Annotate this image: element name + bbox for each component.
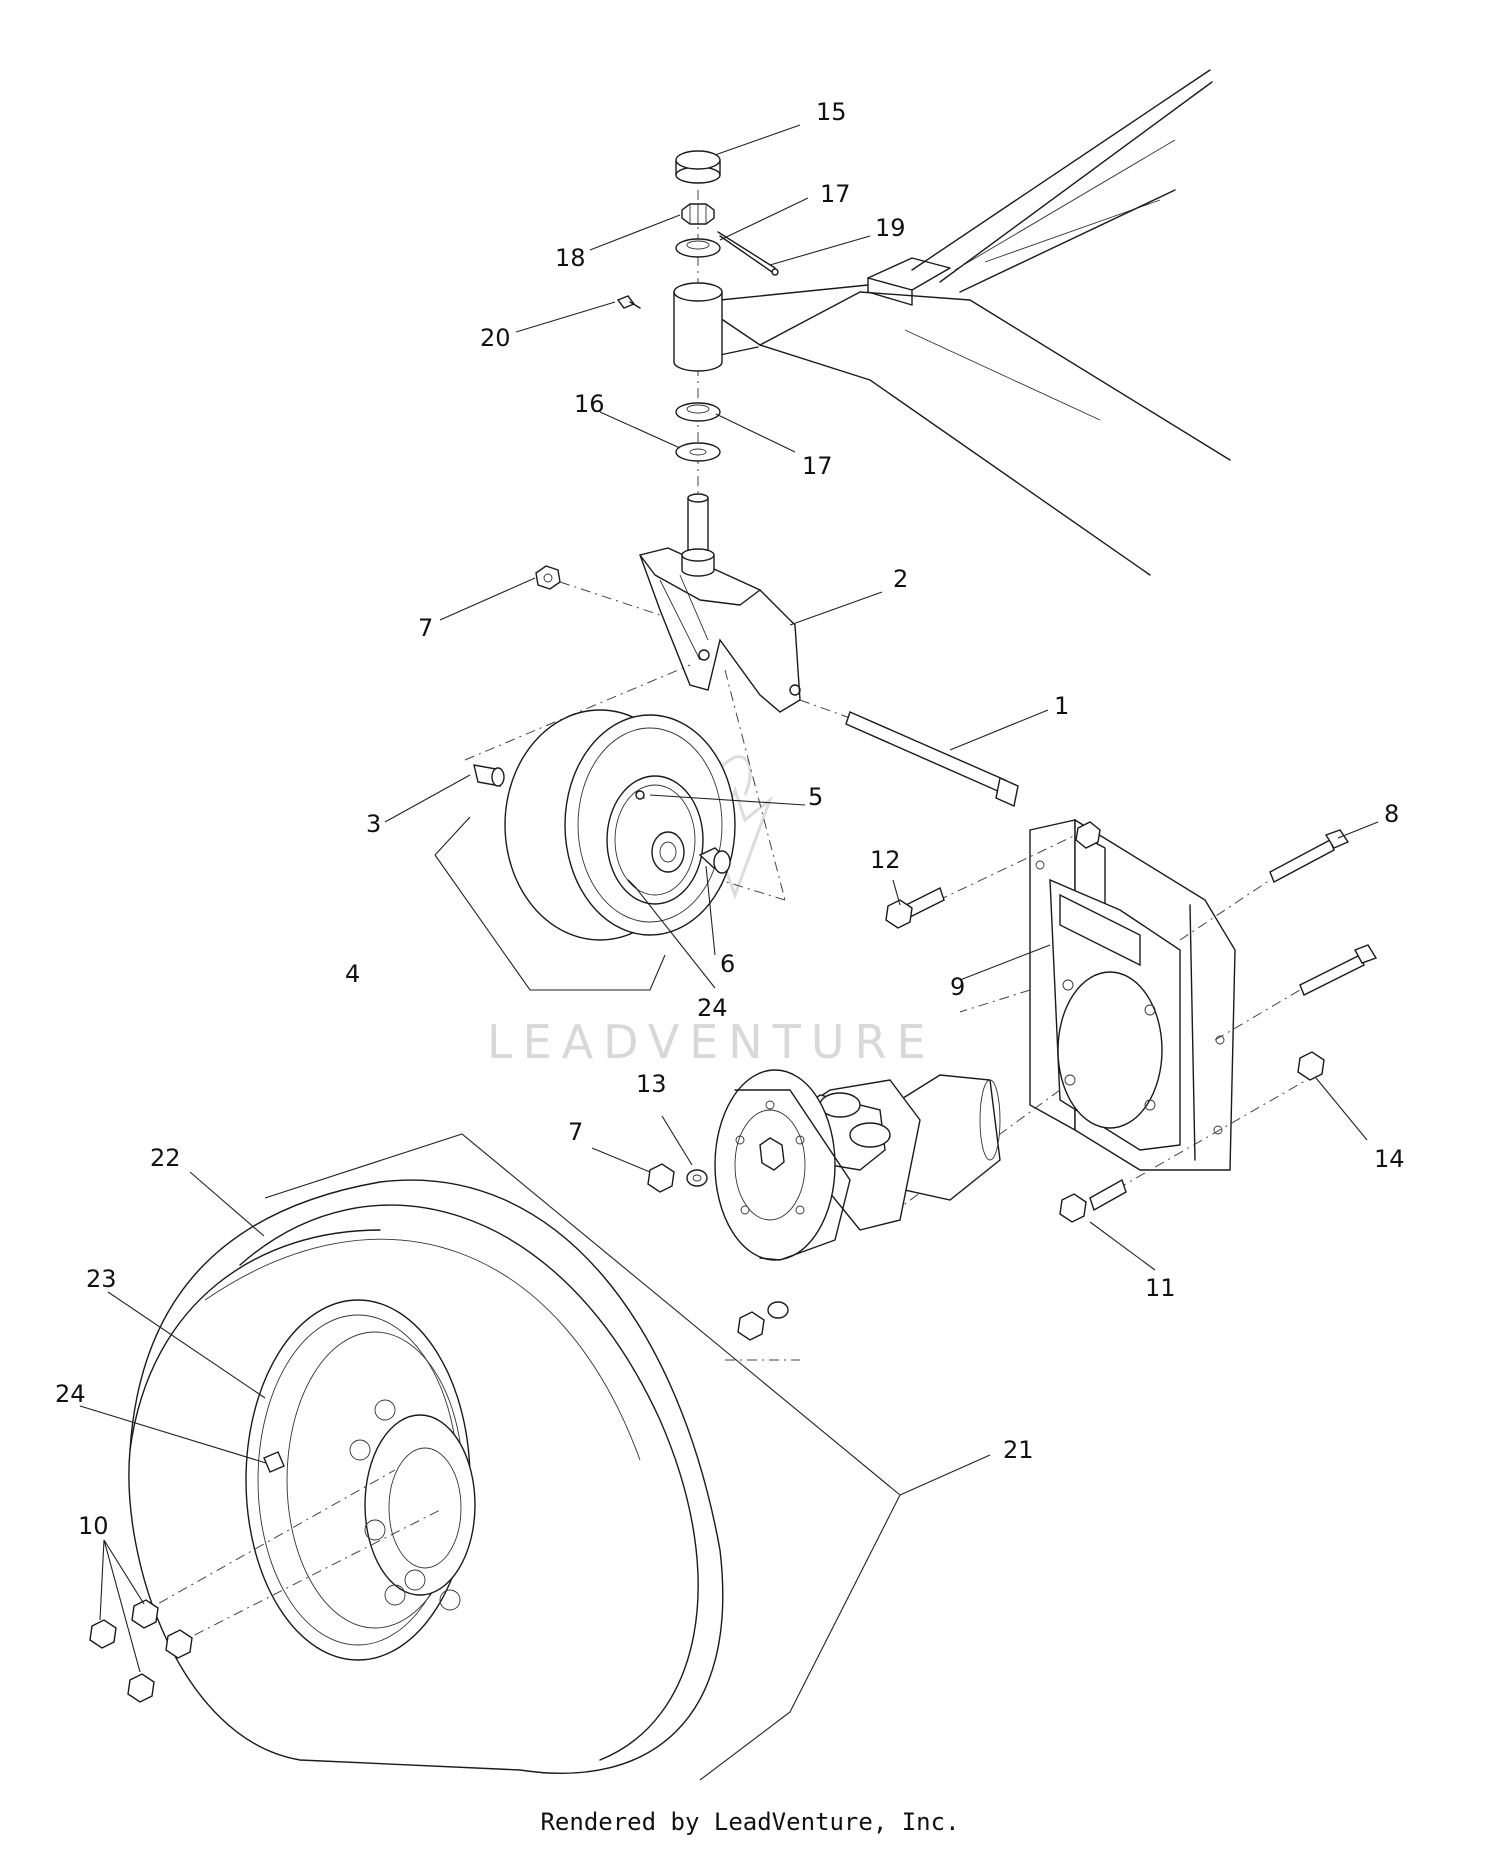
callout-18: 18: [555, 244, 586, 272]
caster-wheel: [434, 664, 786, 991]
callout-7-motor: 7: [568, 1118, 583, 1146]
callout-5: 5: [808, 783, 823, 811]
callout-12: 12: [870, 846, 901, 874]
callout-7-top: 7: [418, 614, 433, 642]
callout-21: 21: [1003, 1436, 1034, 1464]
callout-9: 9: [950, 973, 965, 1001]
callout-17-bottom: 17: [802, 452, 833, 480]
wheel-motor: [714, 989, 1061, 1261]
caster-kingpin-stack: [616, 150, 779, 566]
callout-22: 22: [150, 1144, 181, 1172]
callout-4: 4: [345, 960, 360, 988]
callout-3: 3: [366, 810, 381, 838]
rear-drive-wheel: [89, 1133, 901, 1781]
render-credit: Rendered by LeadVenture, Inc.: [540, 1808, 960, 1836]
motor-nut-washer: [647, 1163, 789, 1341]
callout-24-rear: 24: [55, 1380, 86, 1408]
axle-bolt: [799, 699, 1019, 807]
callout-19: 19: [875, 214, 906, 242]
caster-fork: [639, 547, 801, 713]
callout-20: 20: [480, 324, 511, 352]
watermark-text: LEADVENTURE: [487, 1015, 936, 1069]
callout-2: 2: [893, 565, 908, 593]
fork-nut: [535, 565, 661, 616]
callout-11: 11: [1145, 1274, 1176, 1302]
callout-17-top: 17: [820, 180, 851, 208]
mower-frame: [719, 69, 1231, 576]
watermark: LEADVENTURE: [487, 755, 936, 1069]
callout-labels: 15 17 18 19 20 16 17 2 7 1 5 3 8 12 9 6 …: [55, 98, 1405, 1540]
bracket-fasteners: [885, 821, 1378, 1223]
callout-8: 8: [1384, 800, 1399, 828]
callout-10: 10: [78, 1512, 109, 1540]
callout-24-front: 24: [697, 994, 728, 1022]
callout-16: 16: [574, 390, 605, 418]
motor-bracket: [1029, 818, 1236, 1171]
leader-lines: [79, 124, 1379, 1673]
callout-13: 13: [636, 1070, 667, 1098]
callout-1: 1: [1054, 692, 1069, 720]
callout-6: 6: [720, 950, 735, 978]
callout-23: 23: [86, 1265, 117, 1293]
callout-14: 14: [1374, 1145, 1405, 1173]
callout-15: 15: [816, 98, 847, 126]
